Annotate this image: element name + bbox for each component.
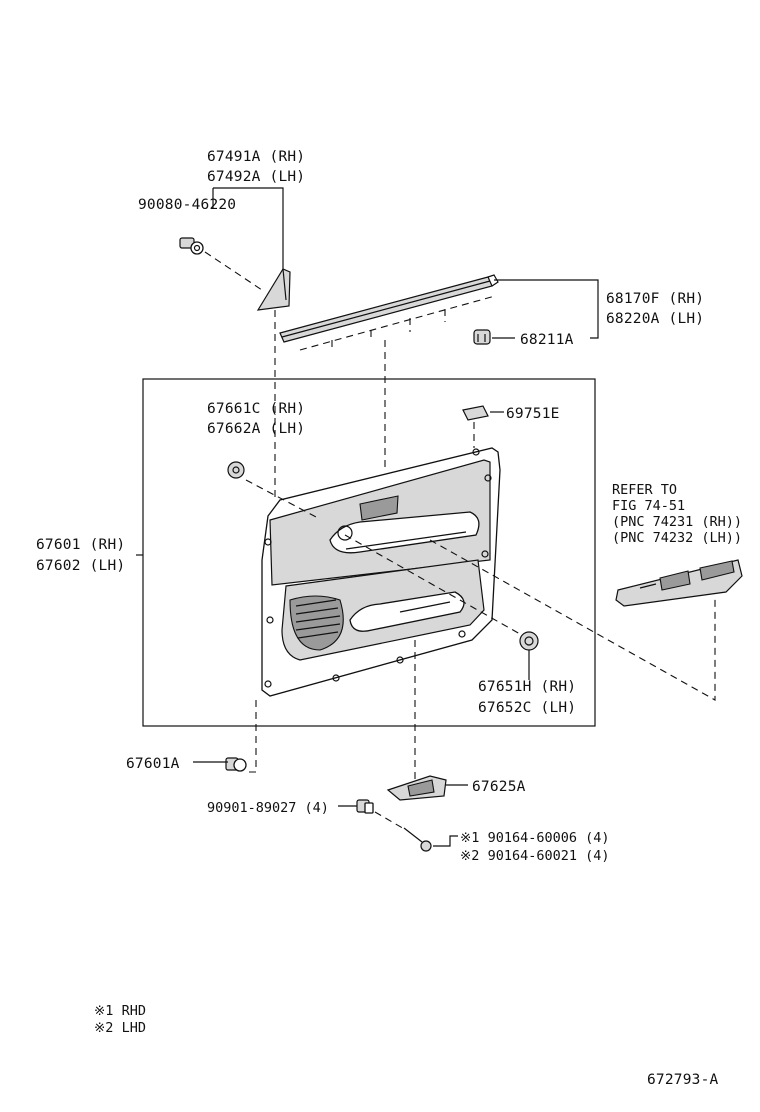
cap-icon [519,631,539,651]
label-grip-rh: 67661C (RH) [207,401,305,417]
label-cap-rh: 67651H (RH) [478,679,576,695]
panel-frame-box [142,378,596,727]
corner-trim-piece [256,268,291,311]
legend-lhd: ※2 LHD [94,1020,146,1036]
clip-icon [179,237,204,255]
legend-rhd: ※1 RHD [94,1003,146,1019]
inside-handle-icon [386,775,447,801]
power-window-switch [615,559,743,607]
grip-cap-icon [227,461,245,479]
label-handle: 67625A [472,779,526,795]
nut-icon [356,799,374,814]
label-refer-3: (PNC 74231 (RH)) [612,514,742,530]
lower-clip-icon [225,757,247,772]
label-screw-2: ※2 90164-60021 (4) [460,848,609,864]
weatherstrip-leader [494,279,599,339]
label-refer-1: REFER TO [612,482,677,498]
label-panel-lh: 67602 (LH) [36,558,125,574]
label-refer-4: (PNC 74232 (LH)) [612,530,742,546]
screw-icon [403,827,432,852]
door-trim-panel [261,447,501,697]
figure-id: 672793-A [647,1072,719,1088]
weatherstrip-clip-icon [473,329,491,345]
label-lower-clip: 67601A [126,756,180,772]
label-trim-lh: 67492A (LH) [207,169,305,185]
weatherstrip-part [279,274,499,343]
label-weatherstrip-lh: 68220A (LH) [606,311,704,327]
label-panel-rh: 67601 (RH) [36,537,125,553]
label-weatherstrip-clip: 68211A [520,332,574,348]
label-refer-2: FIG 74-51 [612,498,685,514]
label-screw-1: ※1 90164-60006 (4) [460,830,609,846]
label-weatherstrip-rh: 68170F (RH) [606,291,704,307]
label-nut: 90901-89027 (4) [207,800,329,816]
retainer-icon [462,405,489,421]
label-clip-top: 90080-46220 [138,197,236,213]
label-cap-lh: 67652C (LH) [478,700,576,716]
trim-leader [213,187,284,270]
label-retainer: 69751E [506,406,560,422]
label-trim-rh: 67491A (RH) [207,149,305,165]
label-grip-lh: 67662A (LH) [207,421,305,437]
